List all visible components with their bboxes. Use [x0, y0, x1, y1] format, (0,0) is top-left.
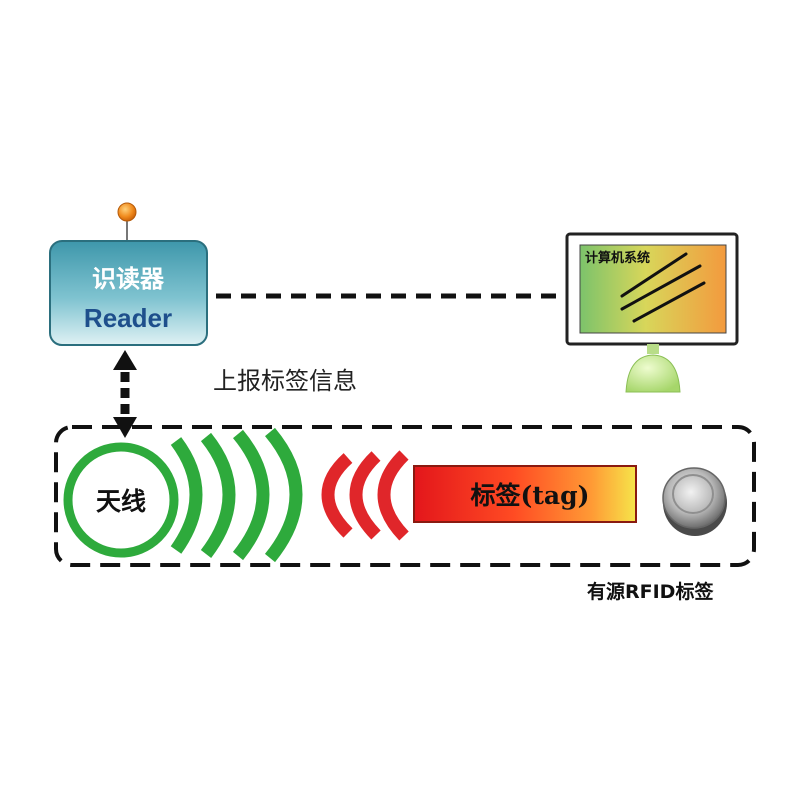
antenna-waves-icon — [170, 427, 303, 563]
monitor-neck — [647, 344, 659, 354]
reader-label-en: Reader — [84, 303, 172, 333]
arrow-head-up — [113, 350, 137, 370]
active-tag-group-border — [54, 425, 756, 567]
active-tag-group-label: 有源RFID标签 — [587, 580, 714, 603]
antenna-ring — [63, 442, 179, 558]
computer-label: 计算机系统 — [585, 250, 650, 266]
computer-monitor: 计算机系统 — [565, 232, 739, 393]
tag-waves-icon — [321, 450, 409, 541]
monitor-screen — [579, 244, 727, 334]
antenna-label: 天线 — [96, 487, 146, 516]
report-label: 上报标签信息 — [213, 367, 357, 395]
reader-antenna-arrow — [113, 350, 137, 438]
tag: 标签(tag) — [413, 465, 637, 523]
arrow-head-down — [113, 417, 137, 438]
reader-label-cn: 识读器 — [92, 264, 165, 293]
reader: 识读器 Reader — [49, 202, 208, 346]
reader-led-icon — [117, 202, 137, 222]
tag-box — [413, 465, 637, 523]
monitor-stand — [625, 354, 681, 393]
battery-icon — [662, 467, 727, 536]
antenna: 天线 — [63, 442, 179, 558]
tag-label: 标签(tag) — [471, 481, 590, 510]
screen-glare-icon — [620, 252, 706, 323]
reader-box — [49, 240, 208, 346]
